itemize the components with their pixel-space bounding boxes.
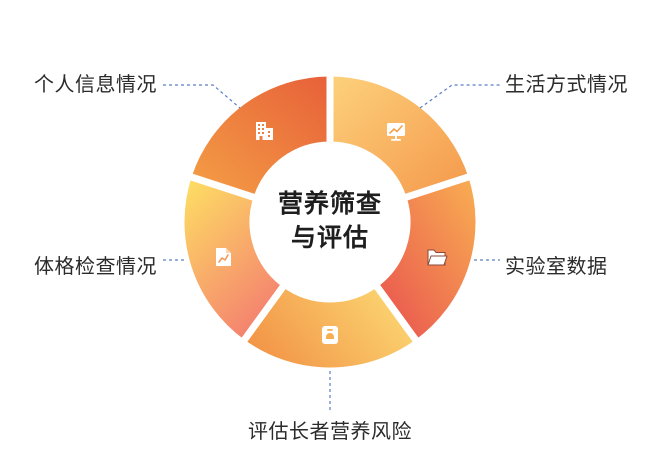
center-title-line-2: 与评估 bbox=[290, 224, 369, 252]
building-icon bbox=[256, 122, 273, 140]
label-physical-exam: 体格检查情况 bbox=[34, 256, 157, 278]
label-personal-info: 个人信息情况 bbox=[34, 74, 157, 96]
label-lifestyle: 生活方式情况 bbox=[505, 74, 628, 96]
label-nutrition-risk: 评估长者营养风险 bbox=[248, 421, 412, 443]
monitor-chart-icon bbox=[387, 123, 405, 141]
leader-line-personal-info bbox=[163, 84, 241, 109]
segment-lab-data bbox=[370, 171, 483, 348]
center-title: 营养筛查 与评估 bbox=[230, 187, 430, 255]
center-title-line-1: 营养筛查 bbox=[277, 190, 382, 218]
leader-line-lifestyle bbox=[419, 84, 500, 109]
document-chart-icon bbox=[216, 248, 231, 266]
id-badge-icon bbox=[322, 326, 338, 344]
label-lab-data: 实验室数据 bbox=[505, 256, 608, 278]
segment-physical-exam bbox=[177, 171, 290, 348]
folder-icon bbox=[427, 249, 448, 266]
